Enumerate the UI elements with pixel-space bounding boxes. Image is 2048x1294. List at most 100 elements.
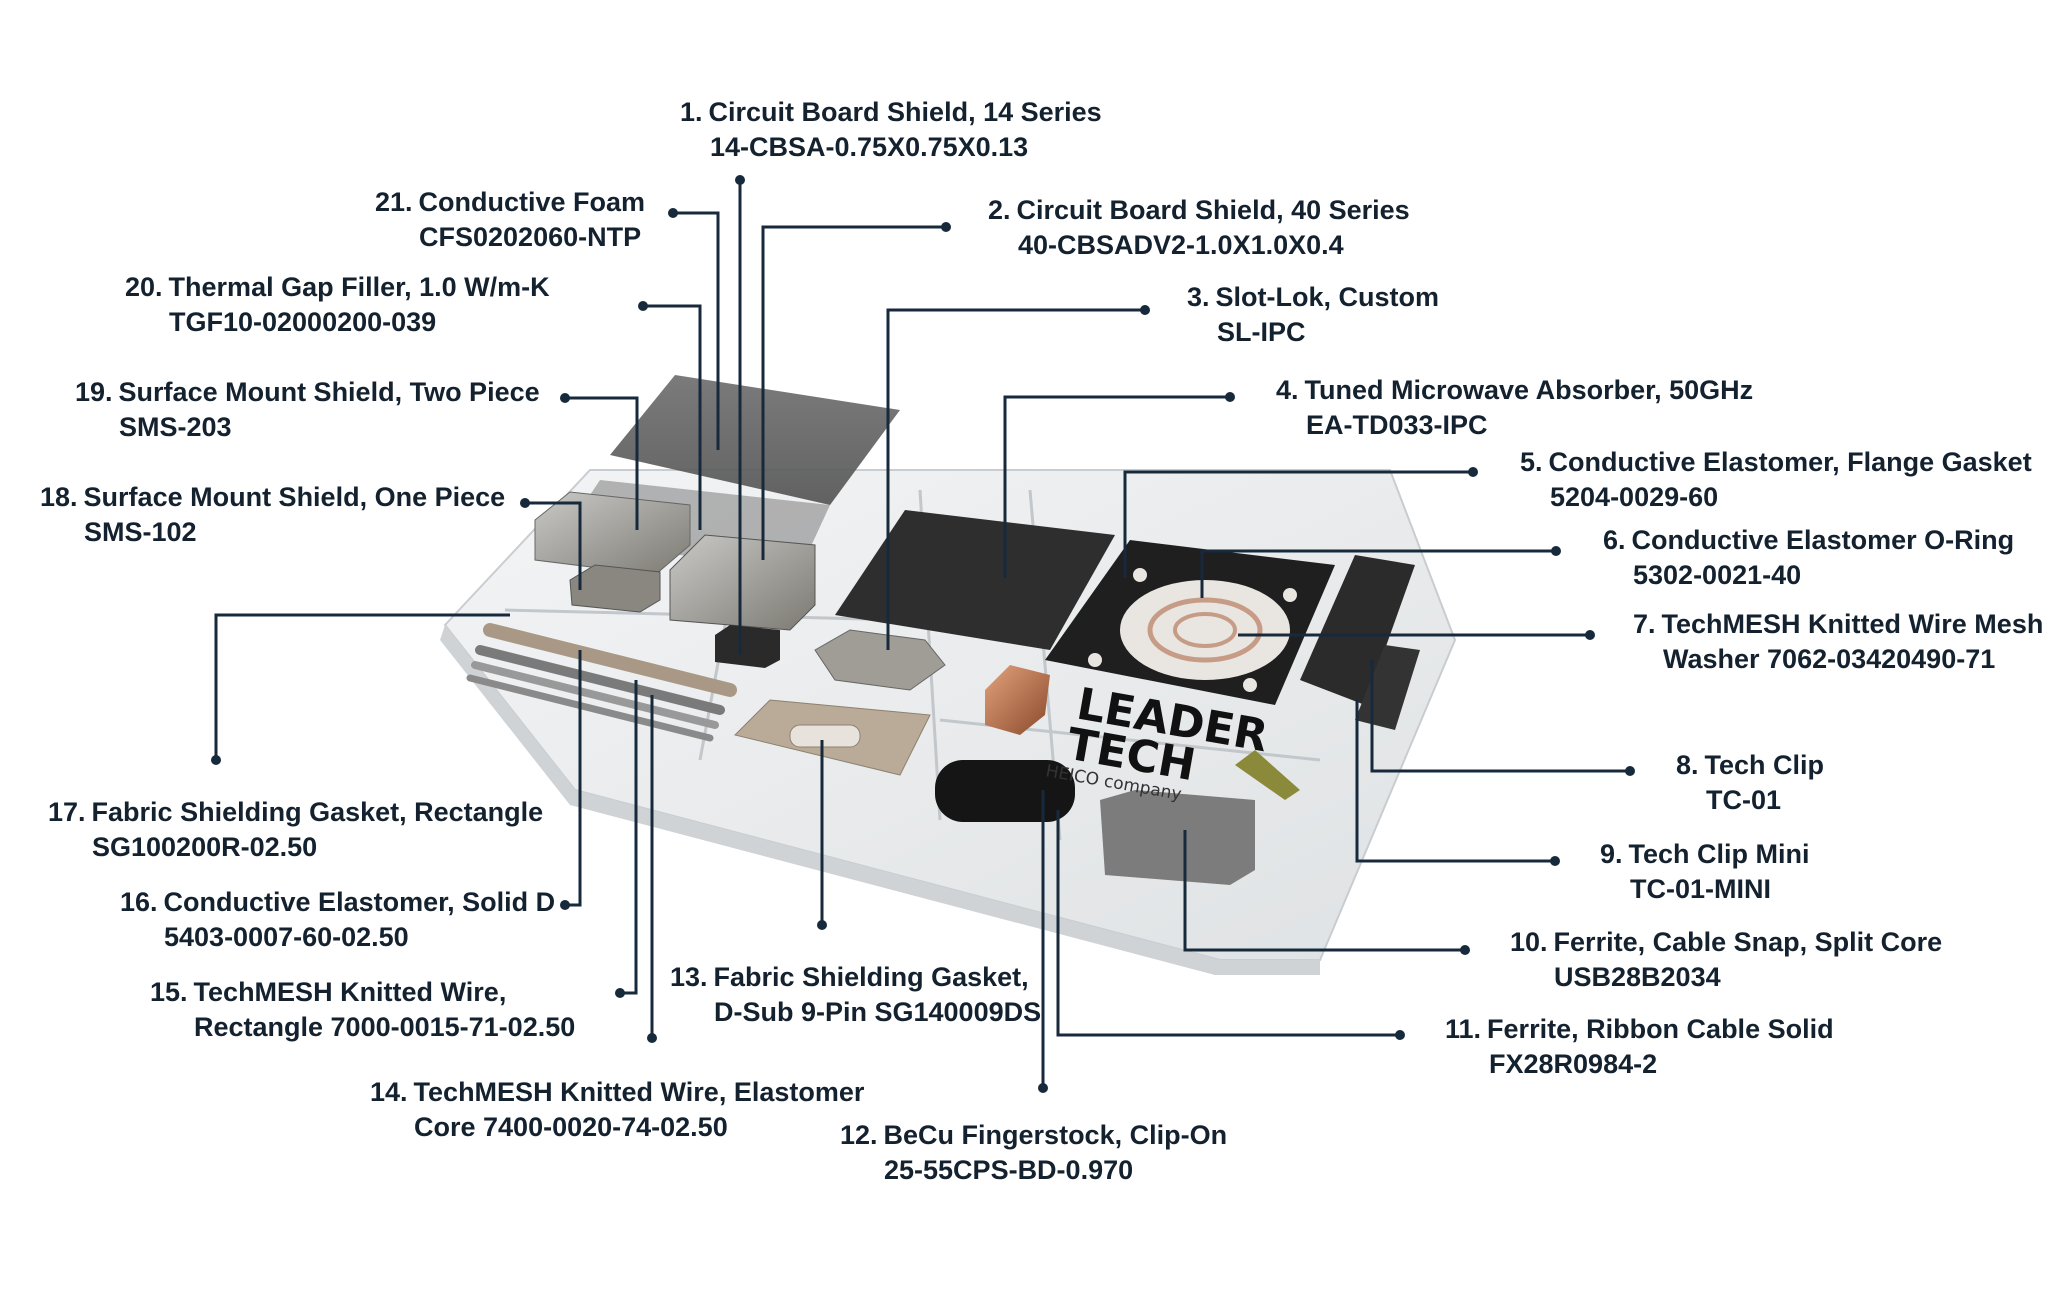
leader-line-19 — [565, 396, 639, 530]
leader-dot-13 — [817, 920, 827, 930]
callout-number: 6. — [1603, 525, 1626, 555]
callout-title: Fabric Shielding Gasket, Rectangle — [91, 797, 544, 827]
callout-12: 12.BeCu Fingerstock, Clip-On 25-55CPS-BD… — [840, 1118, 1227, 1188]
leader-line-10 — [1183, 830, 1465, 952]
leader-line-2 — [761, 225, 946, 560]
leader-dot-10 — [1460, 945, 1470, 955]
callout-part-number: TC-01 — [1706, 785, 1782, 815]
callout-part-number: USB28B2034 — [1554, 962, 1721, 992]
leader-dot-11 — [1395, 1030, 1405, 1040]
leader-line-4 — [1003, 395, 1230, 578]
leader-line-15 — [620, 680, 638, 995]
callout-title: TechMESH Knitted Wire, — [193, 977, 507, 1007]
conductive-foam-sheet — [610, 375, 900, 505]
callout-03: 3.Slot-Lok, Custom SL-IPC — [1187, 280, 1439, 350]
callout-title: Tech Clip Mini — [1628, 839, 1810, 869]
callout-number: 8. — [1676, 750, 1699, 780]
callout-title: BeCu Fingerstock, Clip-On — [883, 1120, 1228, 1150]
callout-title: Surface Mount Shield, One Piece — [83, 482, 506, 512]
callout-19: 19.Surface Mount Shield, Two Piece SMS-2… — [75, 375, 540, 445]
leader-line-17 — [214, 613, 510, 760]
callout-part-number: Rectangle 7000-0015-71-02.50 — [194, 1012, 576, 1042]
callout-number: 21. — [375, 187, 413, 217]
callout-part-number: 14-CBSA-0.75X0.75X0.13 — [710, 132, 1029, 162]
callout-number: 17. — [48, 797, 86, 827]
callout-part-number: D-Sub 9-Pin SG140009DS — [714, 997, 1042, 1027]
ferrite-cable-snap — [1100, 790, 1255, 885]
callout-11: 11.Ferrite, Ribbon Cable Solid FX28R0984… — [1445, 1012, 1834, 1082]
callout-number: 14. — [370, 1077, 408, 1107]
callout-06: 6.Conductive Elastomer O-Ring 5302-0021-… — [1603, 523, 2014, 593]
callout-part-number: SMS-102 — [84, 517, 197, 547]
callout-title: TechMESH Knitted Wire, Elastomer — [413, 1077, 865, 1107]
surface-mount-shield-one-piece — [569, 564, 661, 613]
callout-number: 9. — [1600, 839, 1623, 869]
leader-line-3 — [886, 308, 1145, 650]
callout-04: 4.Tuned Microwave Absorber, 50GHz EA-TD0… — [1276, 373, 1753, 443]
callout-20: 20.Thermal Gap Filler, 1.0 W/m-K TGF10-0… — [125, 270, 550, 340]
leader-dot-3 — [1140, 305, 1150, 315]
callout-15: 15.TechMESH Knitted Wire, Rectangle 7000… — [150, 975, 575, 1045]
callout-part-number: 5403-0007-60-02.50 — [164, 922, 409, 952]
tech-clip-strip — [1300, 555, 1415, 705]
callout-number: 5. — [1520, 447, 1543, 477]
callout-title: Conductive Elastomer, Flange Gasket — [1548, 447, 2032, 477]
callout-21: 21.Conductive Foam CFS0202060-NTP — [375, 185, 645, 255]
callout-part-number: 5302-0021-40 — [1633, 560, 1802, 590]
callout-17: 17.Fabric Shielding Gasket, Rectangle SG… — [48, 795, 543, 865]
leader-line-8 — [1370, 660, 1630, 773]
circuit-board-shield-40-series — [669, 534, 816, 631]
callout-title: Conductive Foam — [418, 187, 646, 217]
callout-part-number: Core 7400-0020-74-02.50 — [414, 1112, 728, 1142]
leader-line-20 — [643, 304, 702, 530]
leader-dot-21 — [668, 208, 678, 218]
leader-dot-5 — [1468, 467, 1478, 477]
fingerstock — [985, 665, 1050, 735]
callout-number: 4. — [1276, 375, 1299, 405]
callout-part-number: CFS0202060-NTP — [419, 222, 642, 252]
callout-part-number: SMS-203 — [119, 412, 232, 442]
leader-dot-16 — [560, 900, 570, 910]
callout-number: 13. — [670, 962, 708, 992]
callout-07: 7.TechMESH Knitted Wire Mesh Washer 7062… — [1633, 607, 2043, 677]
callout-part-number: TC-01-MINI — [1630, 874, 1771, 904]
callout-title: Conductive Elastomer O-Ring — [1631, 525, 2015, 555]
leader-dot-8 — [1625, 766, 1635, 776]
leader-dot-14 — [647, 1033, 657, 1043]
leader-line-5 — [1123, 470, 1473, 578]
callout-number: 19. — [75, 377, 113, 407]
leader-dot-19 — [560, 393, 570, 403]
leader-dot-7 — [1585, 630, 1595, 640]
callout-title: Surface Mount Shield, Two Piece — [118, 377, 540, 407]
callout-number: 20. — [125, 272, 163, 302]
callout-title: Circuit Board Shield, 14 Series — [708, 97, 1102, 127]
callout-part-number: TGF10-02000200-039 — [169, 307, 437, 337]
callout-number: 3. — [1187, 282, 1210, 312]
callout-title: Fabric Shielding Gasket, — [713, 962, 1029, 992]
ferrite-ribbon-cable — [935, 760, 1075, 822]
leader-lines — [211, 175, 1635, 1093]
callout-part-number: FX28R0984-2 — [1489, 1049, 1658, 1079]
leader-line-21 — [673, 211, 720, 450]
callout-title: Conductive Elastomer, Solid D — [163, 887, 556, 917]
callout-title: TechMESH Knitted Wire Mesh — [1661, 609, 2044, 639]
callout-number: 10. — [1510, 927, 1548, 957]
callout-10: 10.Ferrite, Cable Snap, Split Core USB28… — [1510, 925, 1942, 995]
callout-title: Ferrite, Ribbon Cable Solid — [1487, 1014, 1834, 1044]
callout-title: Tech Clip — [1704, 750, 1825, 780]
callout-number: 16. — [120, 887, 158, 917]
callout-number: 15. — [150, 977, 188, 1007]
leader-line-9 — [1355, 700, 1555, 863]
leader-line-6 — [1200, 549, 1556, 598]
leader-line-11 — [1056, 810, 1400, 1037]
callout-part-number: 5204-0029-60 — [1550, 482, 1719, 512]
leader-dot-6 — [1551, 546, 1561, 556]
callout-title: Circuit Board Shield, 40 Series — [1016, 195, 1410, 225]
callout-09: 9.Tech Clip Mini TC-01-MINI — [1600, 837, 1810, 907]
callout-number: 12. — [840, 1120, 878, 1150]
callout-part-number: Washer 7062-03420490-71 — [1663, 644, 1996, 674]
callout-number: 7. — [1633, 609, 1656, 639]
callout-08: 8.Tech Clip TC-01 — [1676, 748, 1824, 818]
